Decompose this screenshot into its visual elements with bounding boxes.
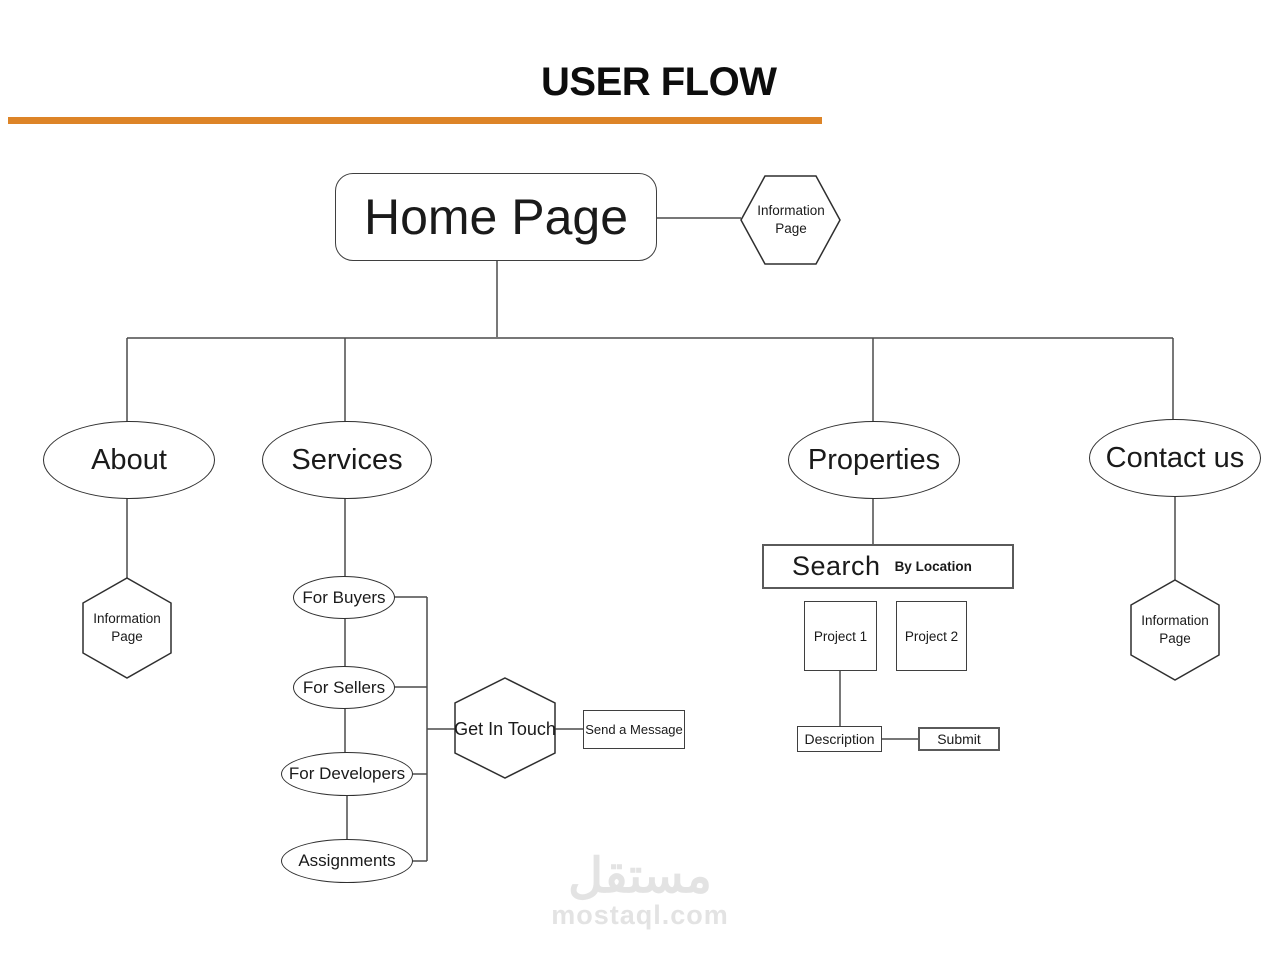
about-info-label: Information Page (93, 611, 161, 644)
about-info-hexagon (82, 577, 172, 679)
contact-info-label: Information Page (1141, 613, 1209, 646)
for-buyers-node: For Buyers (293, 576, 395, 619)
for-developers-node: For Developers (281, 752, 413, 796)
watermark-arabic: مستقل (568, 850, 712, 903)
get-in-touch-hexagon (454, 677, 556, 779)
home-info-hexagon (740, 175, 841, 265)
page-title: USER FLOW (541, 60, 777, 104)
properties-node: Properties (788, 421, 960, 499)
send-message-node: Send a Message (583, 710, 685, 749)
get-in-touch-label: Get In Touch (454, 718, 556, 739)
assignments-node: Assignments (281, 839, 413, 883)
for-sellers-node: For Sellers (293, 666, 395, 709)
submit-node: Submit (918, 727, 1000, 751)
accent-divider (8, 117, 822, 124)
search-qualifier-label: By Location (894, 559, 972, 574)
project2-node: Project 2 (896, 601, 967, 671)
search-label: Search (792, 551, 881, 581)
contact-us-node: Contact us (1089, 419, 1261, 497)
about-node: About (43, 421, 215, 499)
contact-info-hexagon (1130, 579, 1220, 681)
services-node: Services (262, 421, 432, 499)
watermark-domain: mostaql.com (551, 900, 729, 930)
search-node: Search By Location (762, 544, 1014, 589)
description-node: Description (797, 726, 882, 752)
home-page-node: Home Page (335, 173, 657, 261)
home-info-label: Information Page (757, 203, 825, 236)
project1-node: Project 1 (804, 601, 877, 671)
